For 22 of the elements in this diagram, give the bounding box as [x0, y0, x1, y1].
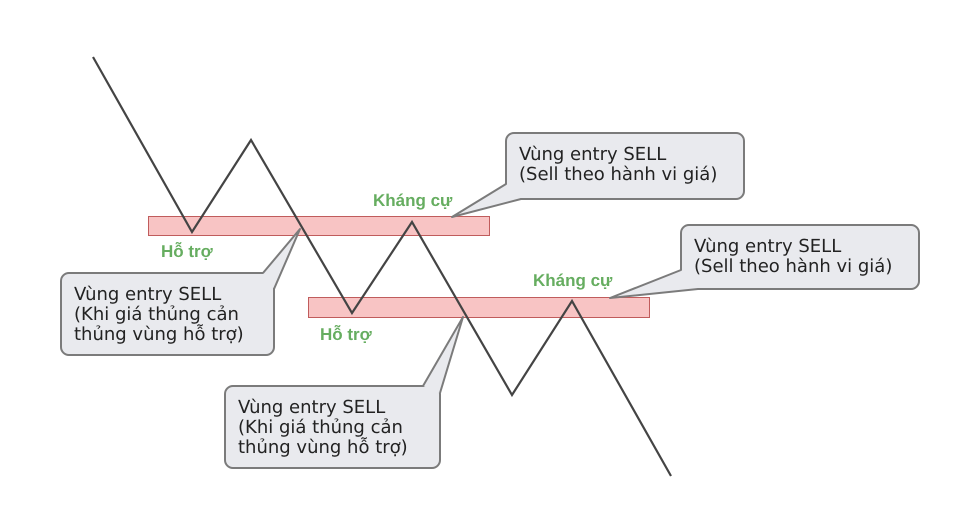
- callout-pointer: [262, 228, 301, 290]
- callout-heading: Vùng entry SELL: [238, 398, 386, 418]
- support-label: Hỗ trợ: [320, 325, 372, 345]
- callout-note: (Khi giá thủng cản thủng vùng hỗ trợ): [74, 305, 245, 345]
- callout-heading: Vùng entry SELL: [74, 285, 222, 305]
- price-zone-band: [148, 216, 490, 236]
- callout-heading: Vùng entry SELL: [519, 145, 666, 165]
- callout-note: (Sell theo hành vi giá): [519, 165, 718, 185]
- callout-bubble: [60, 272, 275, 356]
- resistance-label: Kháng cự: [533, 271, 612, 291]
- callout-bubble: [680, 224, 920, 290]
- callout-pointer: [422, 316, 464, 394]
- callout-note: (Sell theo hành vi giá): [694, 257, 892, 277]
- price-zone-band: [308, 297, 650, 318]
- callout-pointer: [609, 269, 699, 299]
- callout-bubble: [224, 385, 441, 469]
- resistance-label: Kháng cự: [373, 191, 452, 211]
- callout-note: (Khi giá thủng cản thủng vùng hỗ trợ): [238, 418, 409, 458]
- callout-bubble: [505, 132, 745, 200]
- callout-heading: Vùng entry SELL: [694, 237, 842, 257]
- callout-pointer: [451, 183, 522, 218]
- support-label: Hỗ trợ: [161, 242, 213, 262]
